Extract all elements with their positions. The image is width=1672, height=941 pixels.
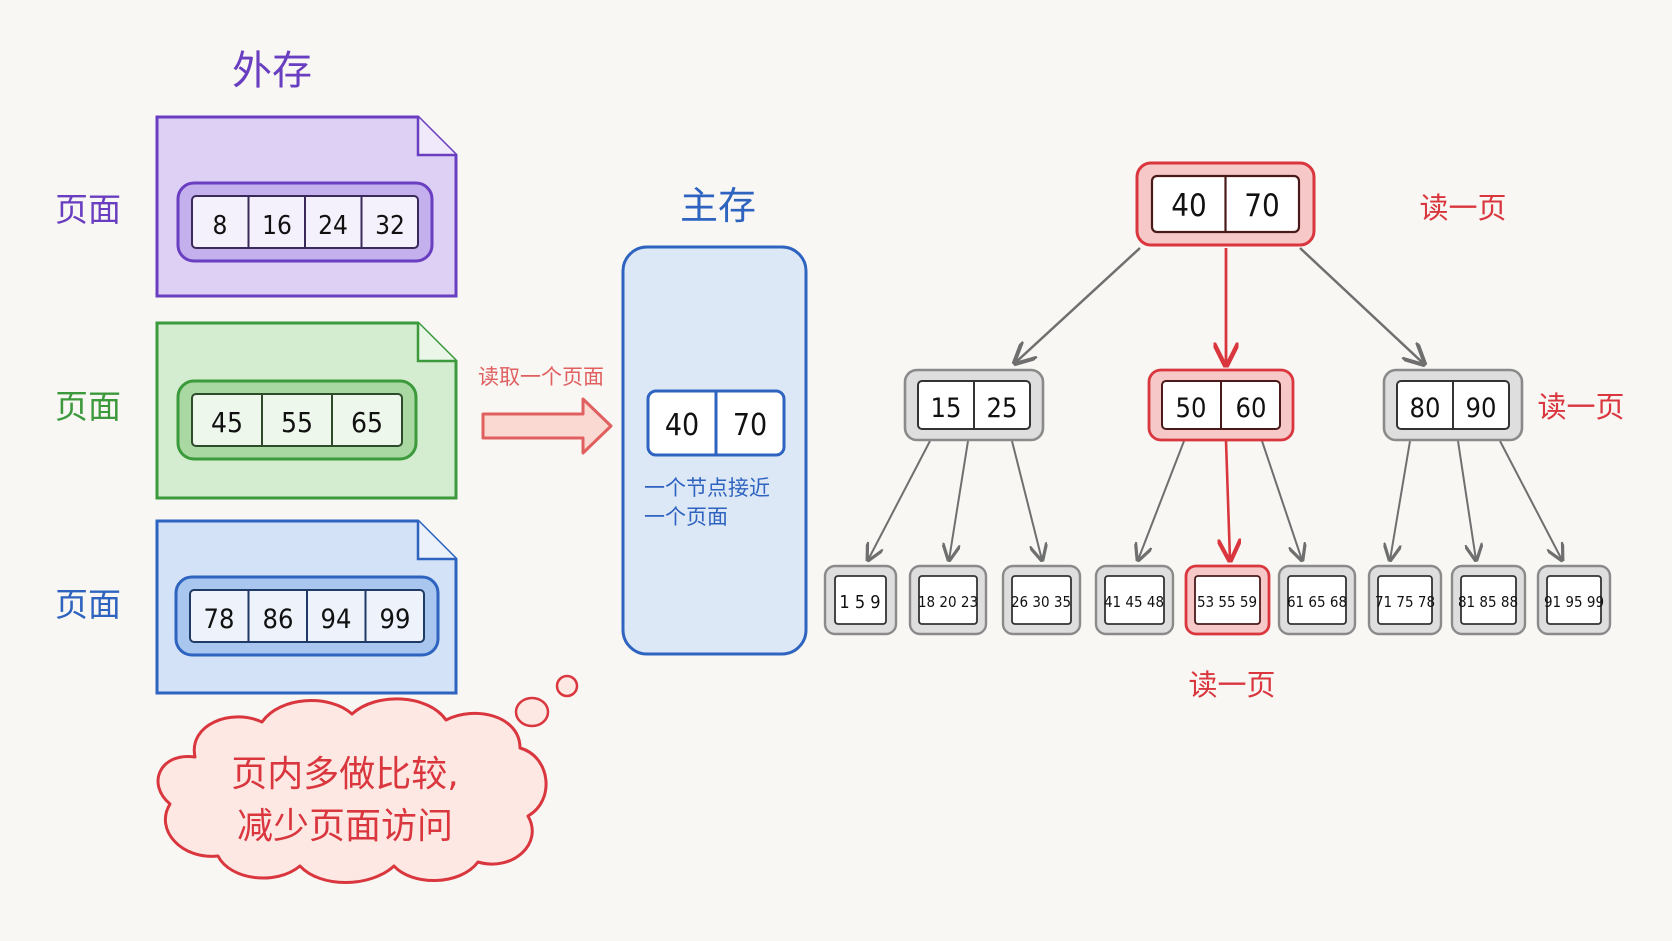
page-card-3: 页面 78 86 94 99 <box>55 519 458 695</box>
leaf-keys: 81 85 88 <box>1458 593 1518 611</box>
page2-key: 65 <box>351 406 383 439</box>
page1-key: 32 <box>375 211 405 241</box>
tree-root-node: 40 70 <box>1135 161 1316 247</box>
page1-key: 8 <box>213 211 228 241</box>
page1-key: 24 <box>318 211 348 241</box>
edge <box>1457 440 1476 560</box>
tree-level1-node-2: 50 60 <box>1147 368 1295 442</box>
transfer-label: 读取一个页面 <box>478 365 604 389</box>
root-read-annotation: 读一页 <box>1419 191 1506 225</box>
tree-level1-node-3: 80 90 <box>1382 368 1524 442</box>
thought-bubble: 页内多做比较, 减少页面访问 <box>156 674 579 884</box>
edge <box>1499 440 1562 560</box>
memory-node-key: 70 <box>733 408 767 443</box>
edge <box>1299 247 1424 364</box>
level1-read-annotation: 读一页 <box>1537 390 1624 424</box>
tree-leaf-3: 26 30 35 <box>1001 564 1082 636</box>
page-label-2: 页面 <box>55 387 121 426</box>
tree-leaf-8: 81 85 88 <box>1450 564 1527 636</box>
edge <box>1261 440 1302 560</box>
tree-level1-node-1: 15 25 <box>903 368 1045 442</box>
tree-leaf-9: 91 95 99 <box>1536 564 1612 636</box>
leaf-keys: 61 65 68 <box>1287 593 1347 611</box>
memory-note-line2: 一个页面 <box>644 505 728 529</box>
thought-line1: 页内多做比较, <box>231 754 458 795</box>
edge-highlighted <box>1226 440 1230 560</box>
edge <box>1390 440 1411 560</box>
tree-leaf-2: 18 20 23 <box>908 564 988 636</box>
root-key: 70 <box>1244 188 1279 224</box>
page-card-1: 页面 8 16 24 32 <box>55 115 458 298</box>
thought-dot-large <box>514 696 550 728</box>
page3-key: 99 <box>380 604 411 635</box>
tree-edges <box>868 247 1562 560</box>
edge <box>1011 440 1042 560</box>
level1-key: 60 <box>1236 393 1267 424</box>
page3-key: 78 <box>204 604 235 635</box>
page-label-1: 页面 <box>55 190 121 229</box>
leaf-keys: 53 55 59 <box>1197 593 1257 611</box>
root-key: 40 <box>1171 188 1206 224</box>
memory-node-key: 40 <box>665 408 699 443</box>
thought-dot-small <box>555 674 579 698</box>
tree-leaf-7: 71 75 78 <box>1367 564 1443 636</box>
tree-leaf-6: 61 65 68 <box>1277 564 1357 636</box>
edge <box>1015 247 1141 363</box>
leaf-keys: 18 20 23 <box>918 593 978 611</box>
level1-key: 90 <box>1466 393 1497 424</box>
tree-leaf-1: 1 5 9 <box>823 564 898 636</box>
leaf-keys: 41 45 48 <box>1104 593 1164 611</box>
level1-key: 80 <box>1410 393 1441 424</box>
page3-key: 86 <box>263 604 294 635</box>
edge <box>949 440 969 560</box>
edge <box>868 440 931 560</box>
leaf-read-annotation: 读一页 <box>1188 668 1275 702</box>
page3-key: 94 <box>321 604 352 635</box>
leaf-keys: 26 30 35 <box>1011 593 1071 611</box>
main-memory-title: 主存 <box>680 184 756 228</box>
page2-key: 55 <box>281 406 313 439</box>
leaf-keys: 91 95 99 <box>1544 593 1604 611</box>
external-storage-title: 外存 <box>232 48 312 94</box>
level1-key: 25 <box>987 393 1018 424</box>
level1-key: 15 <box>931 393 962 424</box>
page2-key: 45 <box>211 406 243 439</box>
leaf-keys: 1 5 9 <box>839 592 880 613</box>
page-label-3: 页面 <box>55 585 121 624</box>
level1-key: 50 <box>1176 393 1207 424</box>
tree-leaf-5-highlighted: 53 55 59 <box>1184 564 1271 636</box>
thought-line2: 减少页面访问 <box>237 806 453 847</box>
leaf-keys: 71 75 78 <box>1375 593 1435 611</box>
page1-key: 16 <box>262 211 292 241</box>
memory-note-line1: 一个节点接近 <box>644 476 770 500</box>
edge <box>1138 440 1185 560</box>
page-card-2: 页面 45 55 65 <box>55 321 458 500</box>
transfer-arrow <box>481 397 613 455</box>
tree-leaf-4: 41 45 48 <box>1094 564 1175 636</box>
